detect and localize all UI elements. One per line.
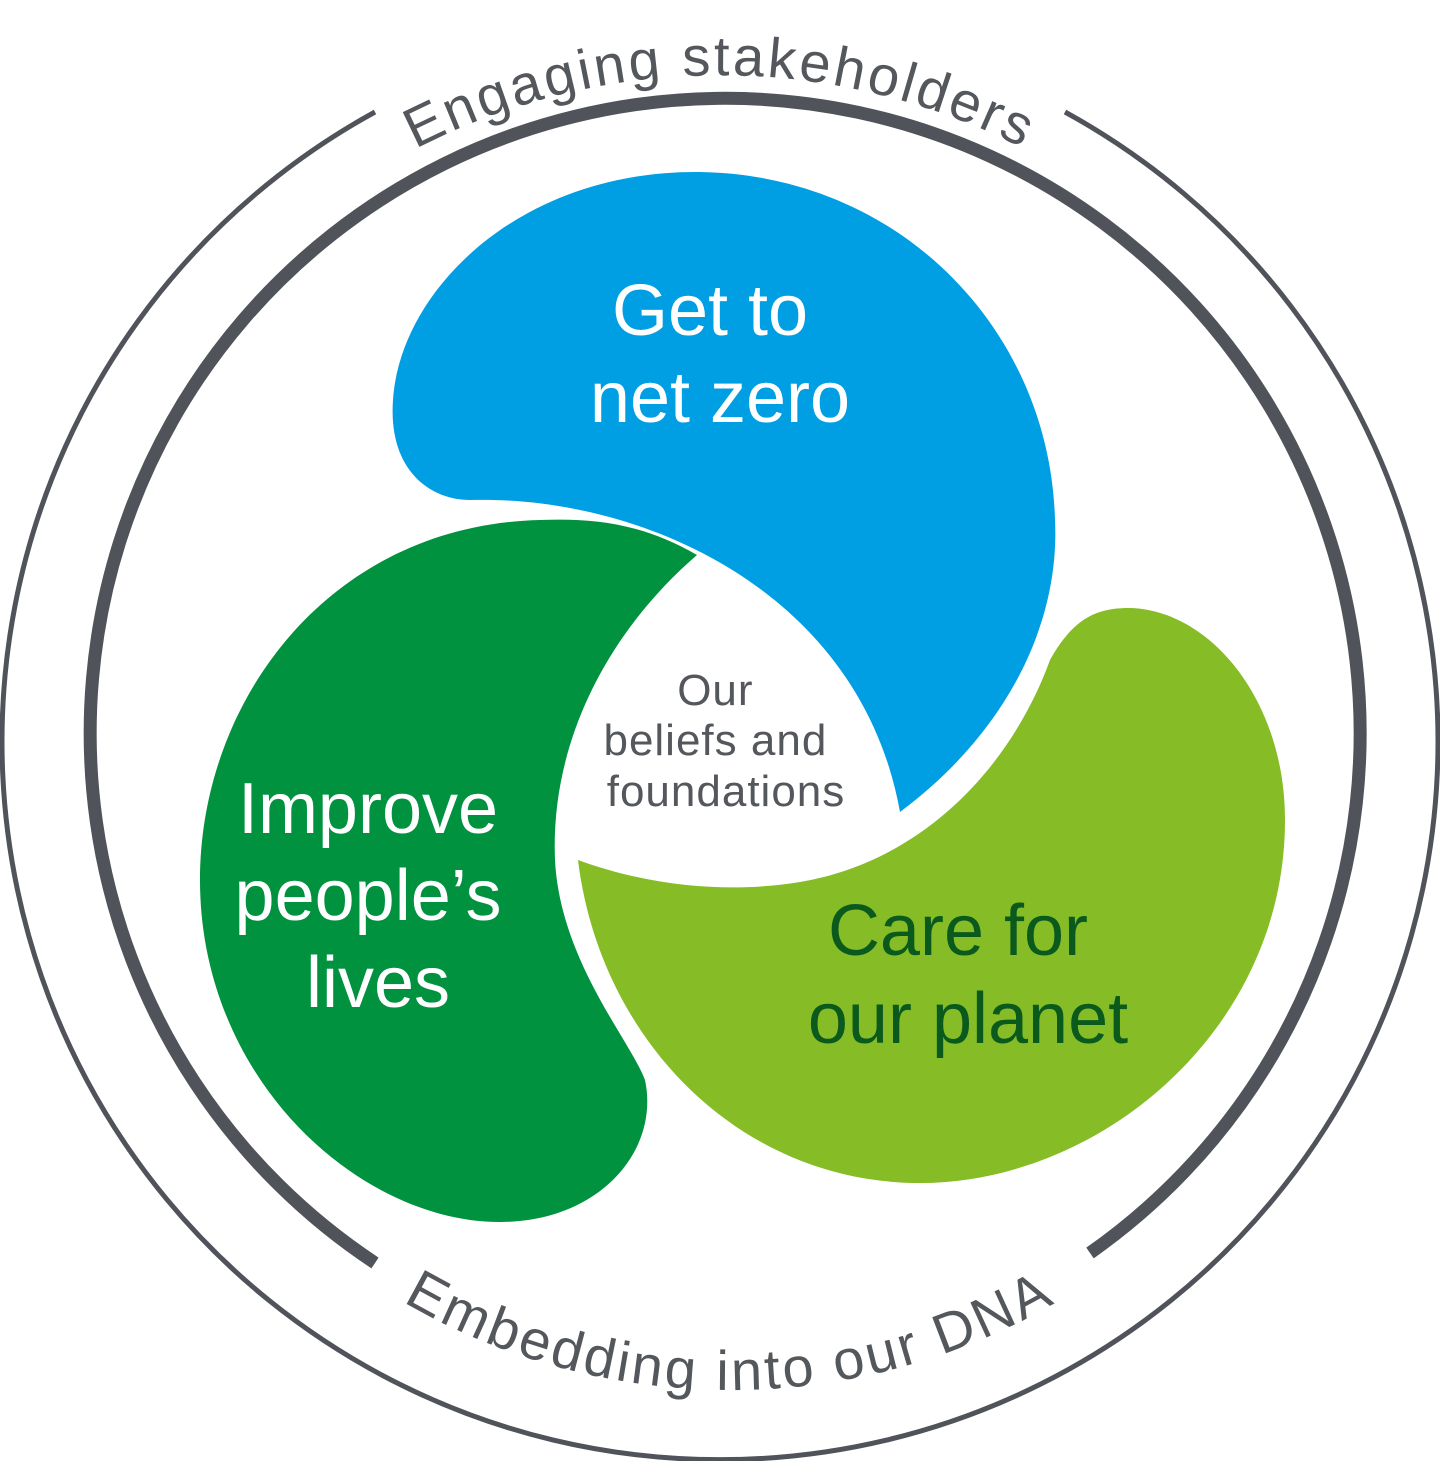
outer-ring: [0, 109, 1440, 1461]
segment-people-label: Improve people’s lives: [235, 769, 522, 1023]
inner-ring: [83, 91, 1367, 1269]
segment-planet: [578, 608, 1285, 1183]
segment-net-zero: [392, 171, 1056, 812]
segment-net-zero-label: Get to net zero: [590, 271, 850, 438]
segment-planet-label: Care for our planet: [808, 891, 1128, 1059]
center-label: Our beliefs and foundations: [603, 666, 845, 816]
segment-people: [200, 519, 697, 1222]
inner-ring-label: Embedding into our DNA: [397, 1257, 1063, 1402]
